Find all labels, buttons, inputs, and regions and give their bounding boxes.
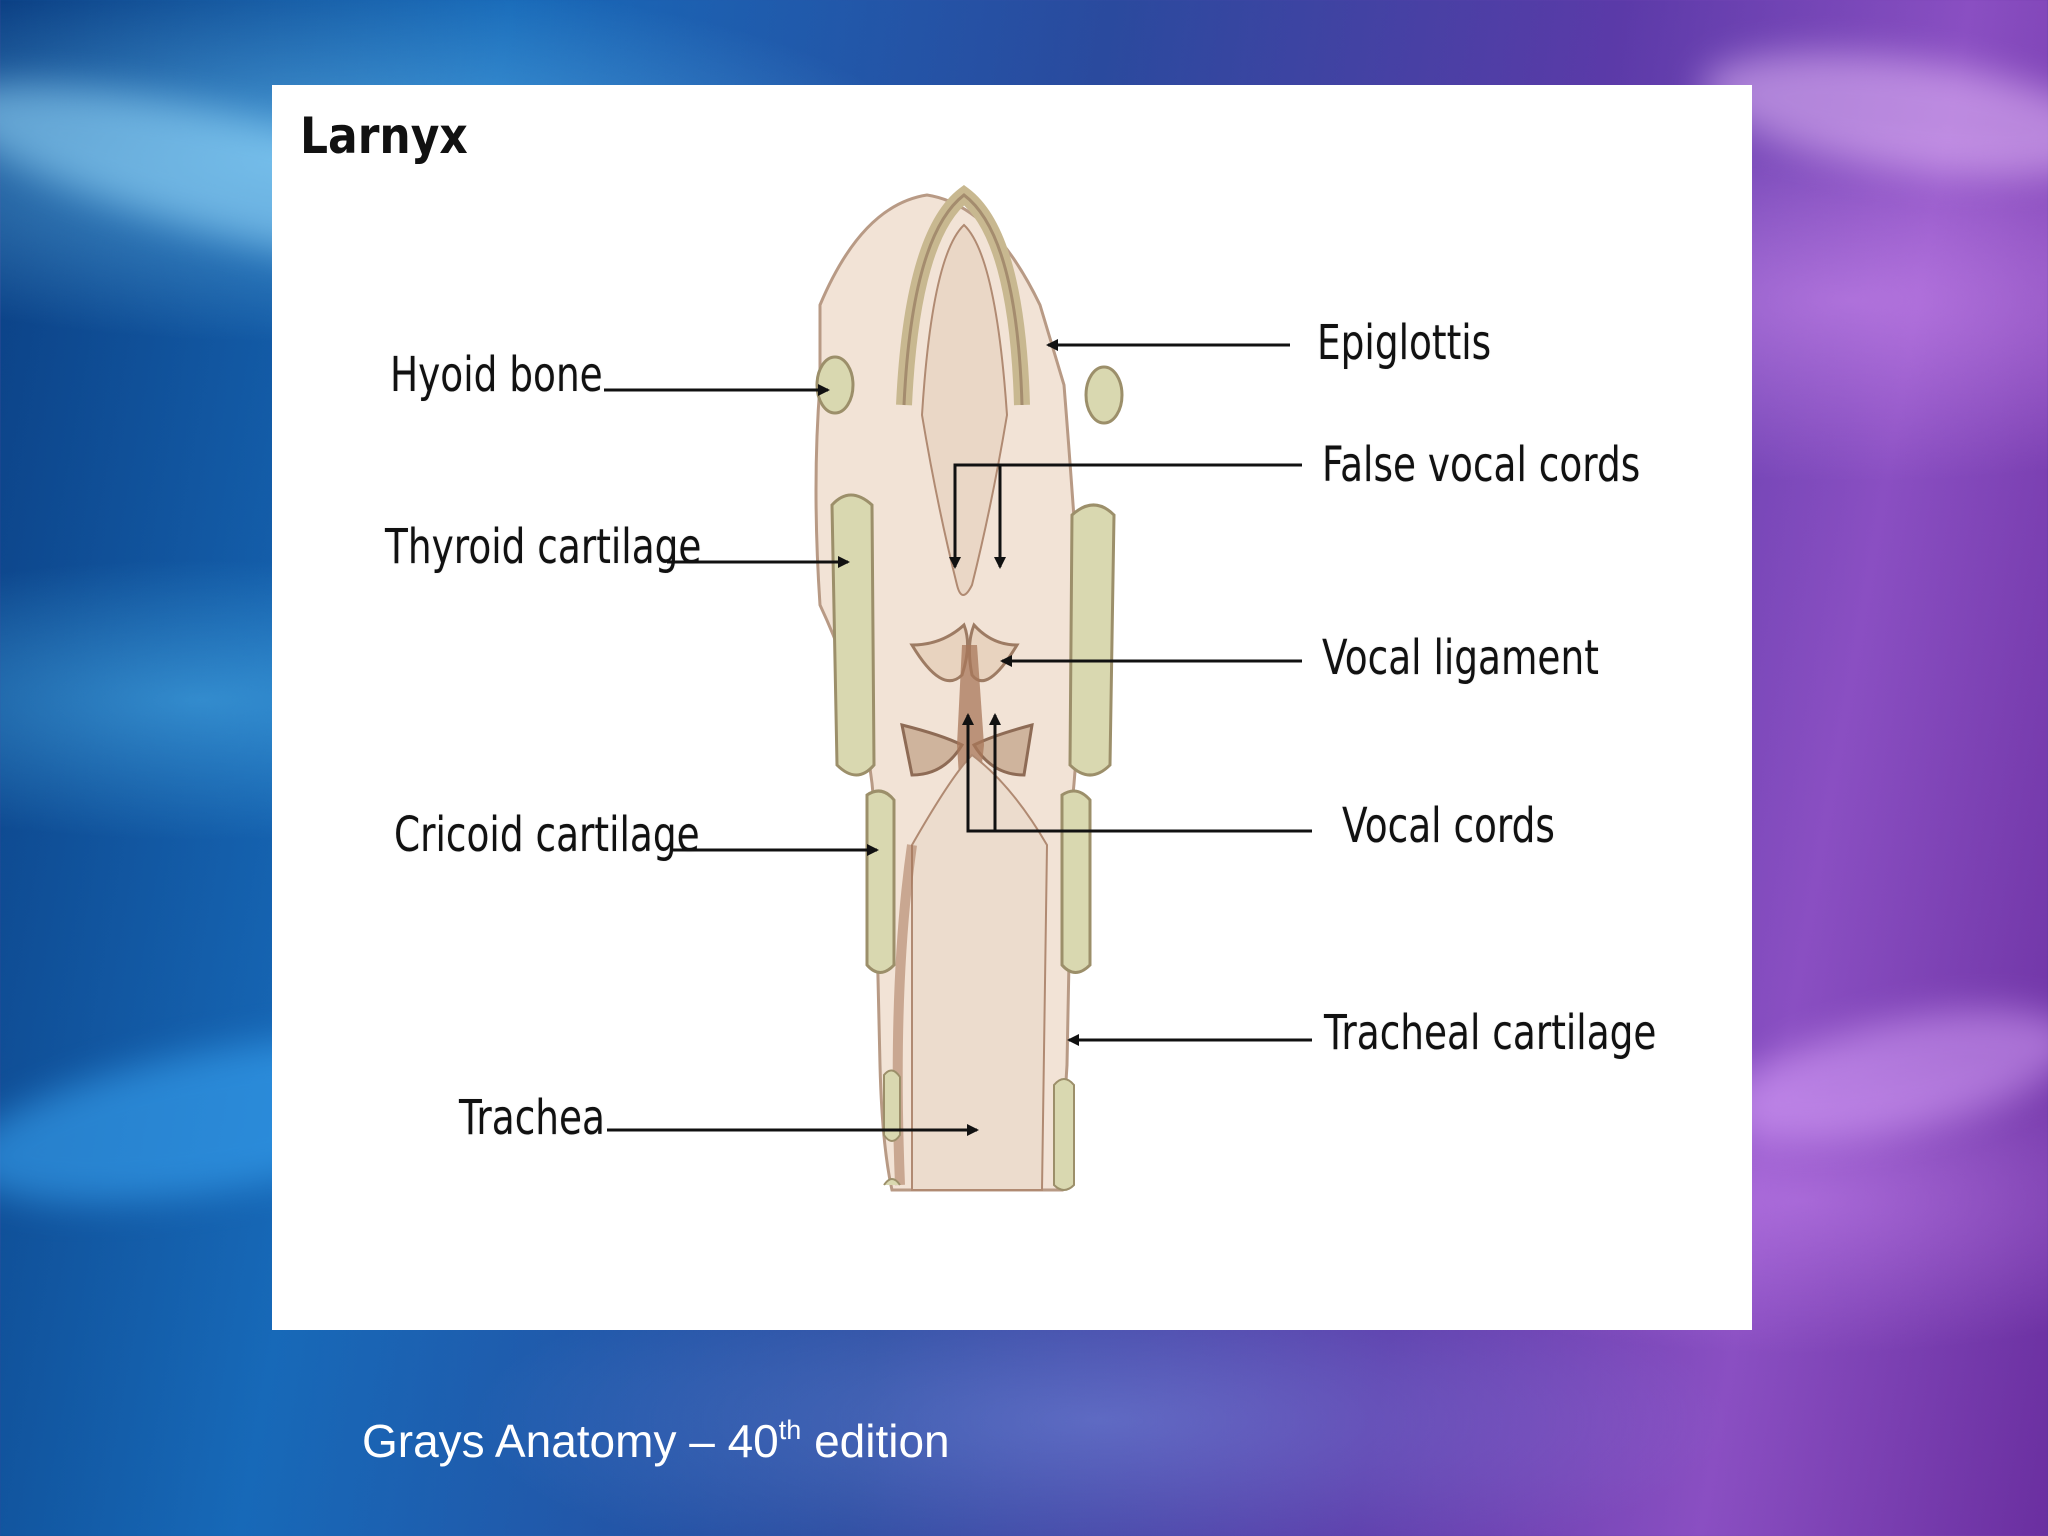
label-tracheal-cartilage: Tracheal cartilage: [1324, 1005, 1657, 1061]
caption-suffix: edition: [801, 1415, 950, 1467]
label-epiglottis: Epiglottis: [1317, 315, 1492, 371]
larynx-illustration: [604, 184, 1312, 1192]
tracheal-ring: [883, 1178, 901, 1186]
diagram-title: Larnyx: [300, 107, 468, 165]
caption-text: Grays Anatomy – 40: [362, 1415, 779, 1467]
source-caption: Grays Anatomy – 40th edition: [362, 1414, 950, 1468]
label-trachea: Trachea: [459, 1090, 605, 1146]
cricoid-cartilage-left: [865, 789, 896, 974]
label-false-vocal-cords: False vocal cords: [1322, 437, 1641, 493]
label-hyoid-bone: Hyoid bone: [390, 347, 603, 403]
leader-vocal-cords: [962, 713, 1312, 833]
label-cricoid-cartilage: Cricoid cartilage: [394, 807, 700, 863]
tracheal-ring: [883, 1069, 901, 1142]
tracheal-ring: [1053, 1078, 1075, 1191]
trachea-lumen: [911, 753, 1049, 1191]
label-vocal-ligament: Vocal ligament: [1322, 630, 1599, 686]
caption-superscript: th: [778, 1415, 802, 1445]
label-thyroid-cartilage: Thyroid cartilage: [385, 519, 702, 575]
cricoid-cartilage-right: [1060, 789, 1092, 974]
background-streak: [1712, 983, 2048, 1167]
thyroid-cartilage-right: [1068, 503, 1116, 777]
thyroid-cartilage-left: [830, 493, 876, 777]
label-vocal-cords: Vocal cords: [1342, 798, 1555, 854]
leader-false-vocal-cords: [949, 463, 1302, 569]
hyoid-bone-right: [1084, 365, 1124, 425]
diagram-panel: Larnyx: [272, 85, 1752, 1330]
hyoid-bone-left: [815, 355, 855, 415]
